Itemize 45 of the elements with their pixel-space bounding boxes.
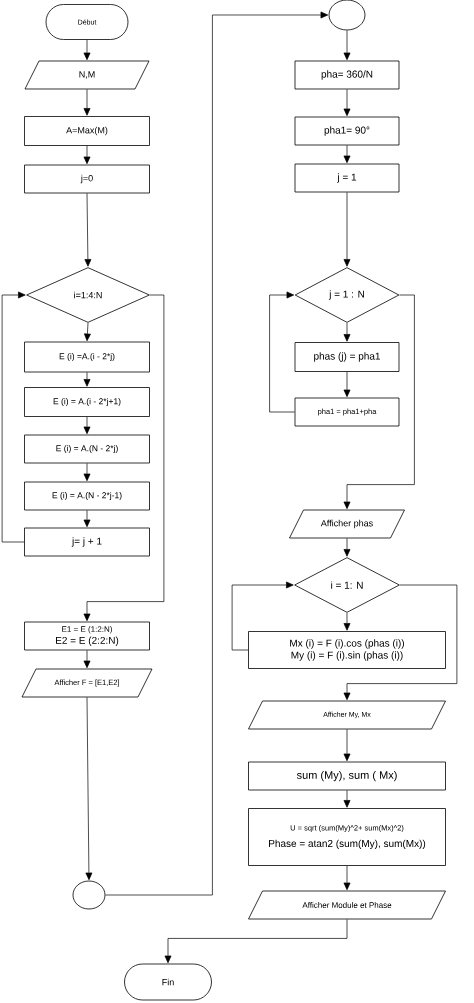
process-box: j=0	[24, 164, 150, 194]
process-box: Mx (i) = F (i).cos (phas (i)) My (i) = F (i).sin (phas (i))	[248, 631, 446, 669]
arrow	[85, 697, 93, 881]
arrow	[84, 193, 92, 267]
arrow	[83, 510, 91, 528]
process-box: pha1= 90°	[294, 116, 400, 146]
arrow	[83, 416, 91, 435]
arrow	[83, 294, 165, 622]
process-box: E (i) = A.(N - 2*j)	[24, 434, 150, 464]
process-box: E (i) = A.(N - 2*j-1)	[24, 481, 150, 511]
arrow	[105, 11, 329, 896]
arrow	[83, 650, 91, 669]
arrow	[1, 291, 26, 543]
arrow	[343, 612, 351, 631]
arrow	[343, 584, 458, 701]
process-box: E (i) = A.(i - 2*j+1)	[24, 387, 150, 417]
arrow	[343, 538, 351, 557]
connector-circle	[72, 880, 106, 910]
process-box: E1 = E (1:2:N) E2 = E (2:2:N)	[24, 621, 150, 651]
process-box: sum (My), sum ( Mx)	[248, 761, 446, 791]
arrow	[83, 89, 91, 116]
arrow	[231, 581, 294, 651]
process-box: pha= 360/N	[294, 60, 400, 90]
arrow	[343, 865, 351, 891]
arrow	[343, 89, 351, 117]
arrow	[343, 371, 351, 398]
process-box: E (i) =A.(i - 2*j)	[24, 341, 150, 373]
arrow	[343, 322, 351, 342]
process-box: A=Max(M)	[24, 116, 150, 146]
arrow	[269, 291, 295, 413]
arrow	[343, 729, 351, 762]
arrow	[83, 39, 91, 61]
arrow	[164, 919, 348, 964]
process-box: j = 1	[294, 163, 400, 193]
arrow	[343, 192, 351, 267]
arrow	[343, 790, 351, 808]
arrow	[343, 145, 351, 164]
arrow	[83, 145, 91, 165]
arrow	[84, 322, 91, 342]
arrow	[343, 30, 351, 61]
process-box: phas (j) = pha1	[294, 342, 400, 372]
arrow	[83, 463, 91, 482]
arrow	[83, 372, 91, 387]
arrow	[343, 294, 415, 510]
process-box: j= j + 1	[24, 527, 150, 557]
